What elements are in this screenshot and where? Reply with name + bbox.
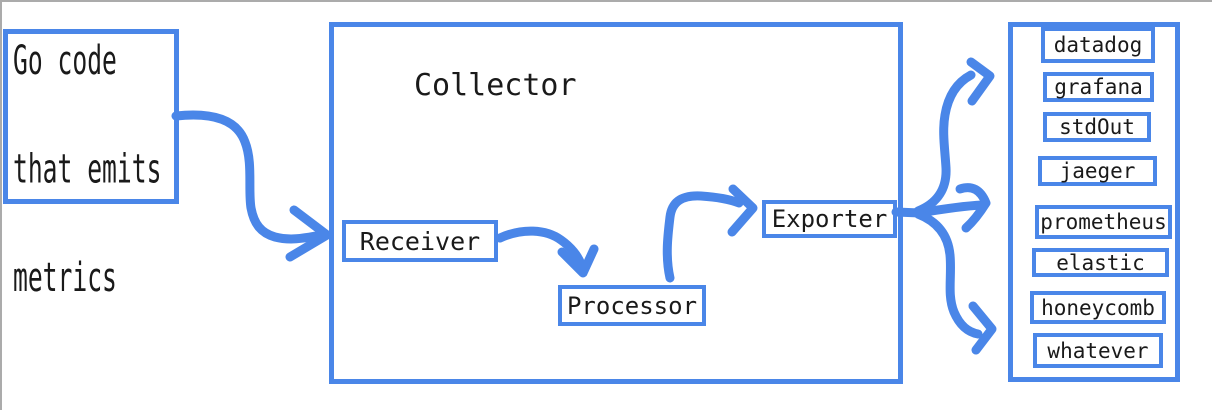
destination-box-stdout: stdOut bbox=[1043, 112, 1151, 142]
arrowhead-fanout-middle-icon bbox=[955, 183, 991, 233]
arrowhead-source-to-receiver-icon bbox=[285, 205, 332, 262]
destination-box-elastic: elastic bbox=[1032, 248, 1169, 277]
destination-box-whatever: whatever bbox=[1033, 333, 1163, 368]
source-box-text: Go code that emits metrics bbox=[13, 34, 180, 305]
receiver-box: Receiver bbox=[342, 220, 498, 262]
arrowhead-fanout-top-icon bbox=[966, 57, 995, 106]
source-line: that emits bbox=[13, 146, 162, 194]
destination-box-honeycomb: honeycomb bbox=[1030, 291, 1166, 324]
destination-box-grafana: grafana bbox=[1043, 72, 1154, 102]
source-line: metrics bbox=[13, 254, 117, 302]
processor-box: Processor bbox=[558, 285, 706, 326]
arrow-source-to-receiver bbox=[171, 110, 321, 244]
arrow-fanout-bottom bbox=[913, 209, 983, 339]
destination-box-prometheus: prometheus bbox=[1035, 205, 1172, 239]
destination-box-datadog: datadog bbox=[1041, 27, 1155, 63]
destination-box-jaeger: jaeger bbox=[1038, 156, 1157, 186]
page-edge-top bbox=[0, 0, 1212, 2]
source-line: Go code bbox=[13, 37, 117, 85]
arrow-fanout-top bbox=[913, 70, 976, 216]
exporter-box: Exporter bbox=[762, 200, 897, 238]
page-edge-left bbox=[0, 0, 2, 410]
arrowhead-fanout-bottom-icon bbox=[968, 301, 997, 355]
arrow-fanout-middle bbox=[914, 200, 987, 218]
collector-title: Collector bbox=[414, 68, 577, 103]
source-box bbox=[3, 29, 179, 204]
